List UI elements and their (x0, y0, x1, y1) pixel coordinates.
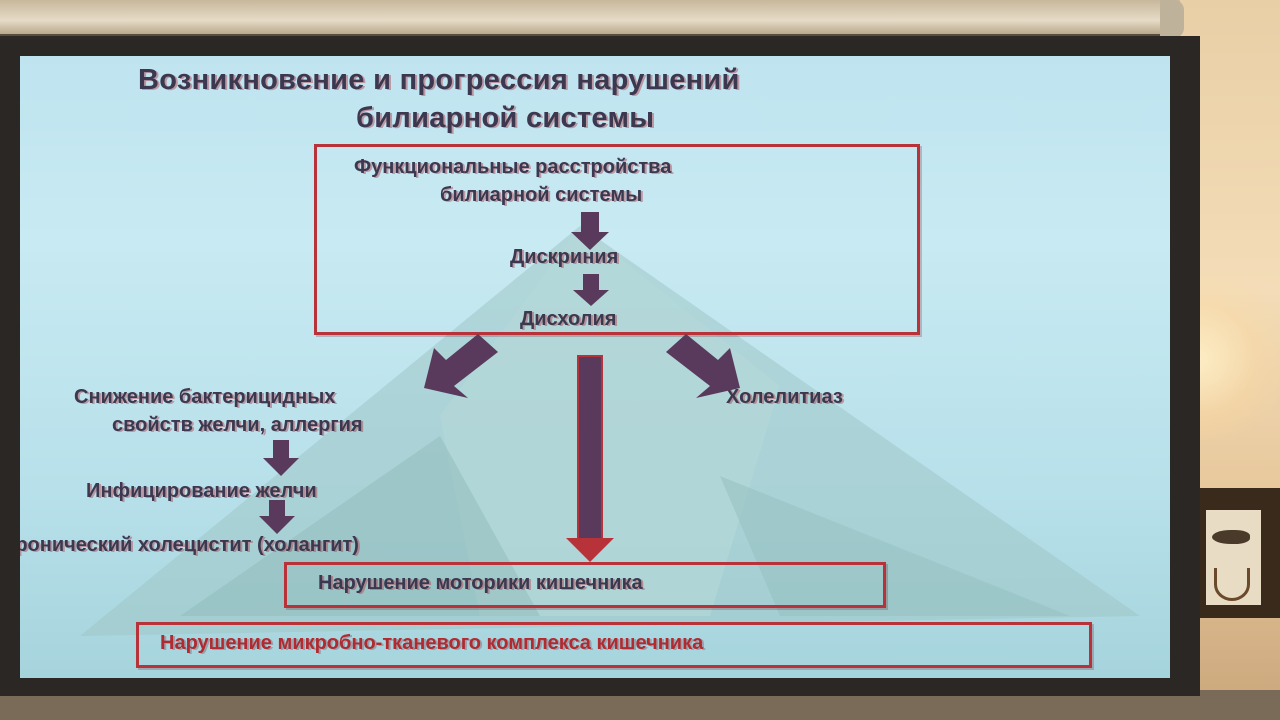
arrow-down-to-cholecystitis (259, 500, 295, 534)
pyramid-background (80, 226, 1140, 636)
functional-disorders-line2: билиарной системы (440, 184, 643, 206)
fish-icon (1212, 530, 1250, 544)
microbial-complex-label: Нарушение микробно-тканевого комплекса к… (160, 632, 704, 654)
projector-screen-housing (0, 0, 1180, 37)
slide-title-line1: Возникновение и прогрессия нарушений (138, 64, 740, 96)
bactericidal-decrease-line1: Снижение бактерицидных (74, 386, 336, 408)
dyscrinia-label: Дискриния (510, 246, 619, 268)
functional-disorders-line1: Функциональные расстройства (354, 156, 672, 178)
bactericidal-decrease-line2: свойств желчи, аллергия (112, 414, 363, 436)
functional-disorders-box (314, 144, 920, 335)
arrow-down-to-dyscholia (573, 274, 609, 306)
dyscholia-label: Дисхолия (520, 308, 617, 330)
arrow-diagonal-left (424, 334, 498, 398)
arrow-long-down (566, 355, 614, 562)
projector-screen-cap (1160, 0, 1184, 38)
microbial-complex-box (136, 622, 1092, 668)
arrow-down-to-dyscrinia (571, 212, 609, 250)
flow-arrows (259, 212, 740, 562)
cholelithiasis-label: Холелитиаз (726, 386, 843, 408)
coral-icon (1214, 568, 1250, 601)
slide-title-line2: билиарной системы (356, 102, 655, 134)
arrow-diagonal-right (666, 334, 740, 398)
motor-disorder-label: Нарушение моторики кишечника (318, 572, 643, 594)
motor-disorder-box (284, 562, 886, 608)
arrow-down-to-infection (263, 440, 299, 476)
chronic-cholecystitis-label: Хронический холецистит (холангит) (20, 534, 359, 556)
projected-slide: Возникновение и прогрессия нарушений бил… (20, 56, 1170, 678)
bile-infection-label: Инфицирование желчи (86, 480, 317, 502)
